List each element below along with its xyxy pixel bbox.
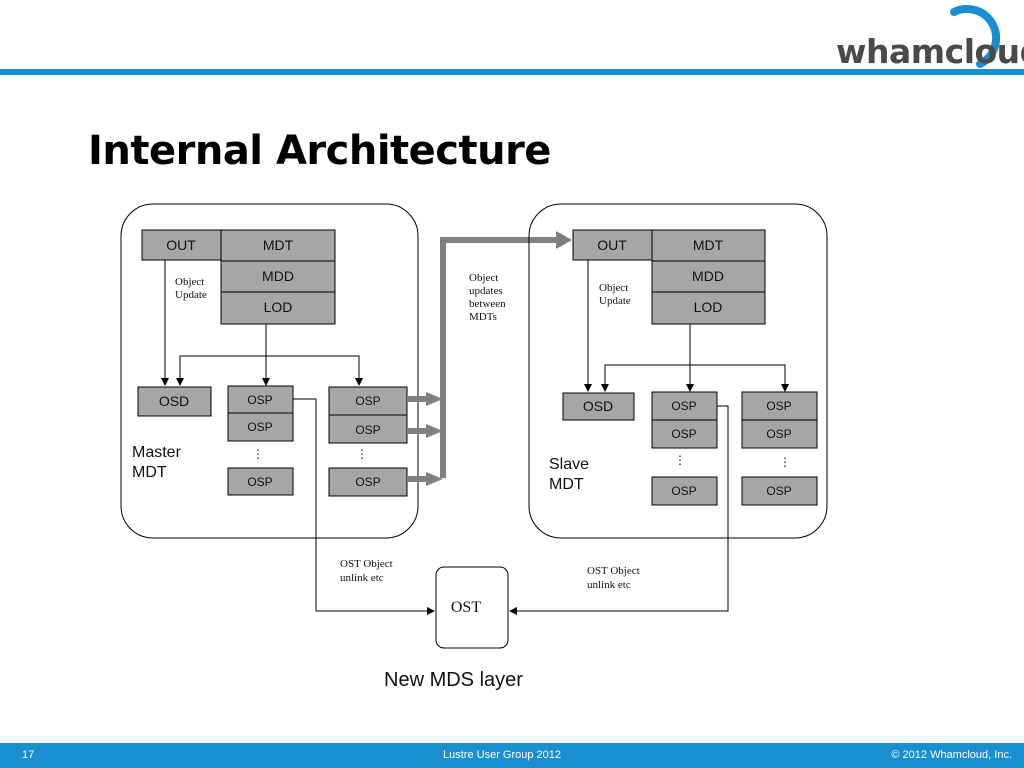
logo-text: whamcloud [836,32,1024,71]
svg-text:OSP: OSP [247,393,272,407]
svg-text:OSP: OSP [247,420,272,434]
slave-out-box: OUT [572,229,653,261]
master-mdt-box: MDT [220,229,336,262]
slave-mdt-label-line2: MDT [549,476,584,493]
master-object-update-line2: Update [175,289,207,301]
slave-mdt-label-line1: Slave [549,456,589,473]
svg-text:OSP: OSP [766,427,791,441]
svg-text:LOD: LOD [264,299,293,315]
between-note-line1: Object [469,272,498,284]
slave-osp-box: OSP [741,391,818,421]
slave-ost-note-line1: OST Object [587,565,640,577]
master-mdt-label-line2: MDT [132,464,167,481]
master-osd-box: OSD [137,386,212,417]
slave-mdt-container [528,203,828,539]
master-osp-box: OSP [227,412,294,442]
master-mdd-box: MDD [220,260,336,293]
page-number: 17 [22,749,35,761]
slave-lod-box: LOD [651,291,766,325]
svg-text:MDD: MDD [262,268,294,284]
svg-text:OST: OST [451,599,481,616]
svg-text:OSP: OSP [766,399,791,413]
master-osp-box: OSP [227,385,294,414]
svg-text:OSD: OSD [159,393,189,409]
svg-text:OSP: OSP [766,484,791,498]
slave-mdd-box: MDD [651,260,766,293]
between-note-line4: MDTs [469,311,497,323]
master-object-update-line1: Object [175,276,204,288]
master-lod-fanout-line [179,355,360,385]
master-osp-to-ost-arrow [293,398,435,615]
svg-text:OSP: OSP [247,475,272,489]
slave-osp-box: OSP [741,476,818,506]
master-lod-box: LOD [220,291,336,325]
logo-swoosh-icon [950,4,1000,68]
svg-text:LOD: LOD [694,299,723,315]
footer-copyright: © 2012 Whamcloud, Inc. [891,749,1012,761]
slave-osp-ellipsis: ⋮ [674,453,686,467]
slave-osd-box: OSD [562,392,635,421]
slave-osp-box: OSP [651,419,718,449]
master-osp-ellipsis: ⋮ [356,447,368,461]
slave-object-update-line2: Update [599,295,631,307]
between-note-line2: updates [469,285,503,297]
slave-osp-box: OSP [741,419,818,449]
svg-text:OSP: OSP [671,399,696,413]
slave-osp-box: OSP [651,476,718,506]
slave-object-update-line1: Object [599,282,628,294]
footer-event: Lustre User Group 2012 [443,749,562,761]
svg-text:MDT: MDT [263,237,294,253]
slave-osp-to-ost-arrow [509,405,729,615]
svg-text:MDT: MDT [693,237,724,253]
svg-text:OUT: OUT [166,237,196,253]
svg-text:MDD: MDD [692,268,724,284]
page-title: Internal Architecture [88,128,551,174]
master-out-box: OUT [141,229,222,261]
slave-osp-ellipsis: ⋮ [779,455,791,469]
between-note-line3: between [469,298,506,310]
svg-text:OSP: OSP [671,484,696,498]
master-osp-box: OSP [328,467,408,497]
master-mdt-container [120,203,419,539]
master-mdt-label-line1: Master [132,444,182,461]
footer-bar: 17 Lustre User Group 2012 © 2012 Whamclo… [0,743,1024,768]
master-osp-ellipsis: ⋮ [252,447,264,461]
master-ost-note-line2: unlink etc [340,572,384,584]
svg-text:OUT: OUT [597,237,627,253]
slave-lod-fanout-line [604,364,786,391]
svg-text:OSP: OSP [355,423,380,437]
slave-ost-note-line2: unlink etc [587,579,631,591]
master-osp-box: OSP [328,386,408,416]
object-update-gray-arrows [407,231,572,486]
master-osp-box: OSP [328,414,408,444]
svg-text:OSP: OSP [671,427,696,441]
svg-text:OSD: OSD [583,398,613,414]
ost-box: OST [435,566,509,649]
header-bar [0,69,1024,75]
slave-osp-box: OSP [651,391,718,421]
diagram-caption: New MDS layer [384,669,523,691]
svg-text:OSP: OSP [355,475,380,489]
master-osp-box: OSP [227,467,294,496]
master-ost-note-line1: OST Object [340,558,393,570]
slave-mdt-box: MDT [651,229,766,262]
svg-text:OSP: OSP [355,394,380,408]
